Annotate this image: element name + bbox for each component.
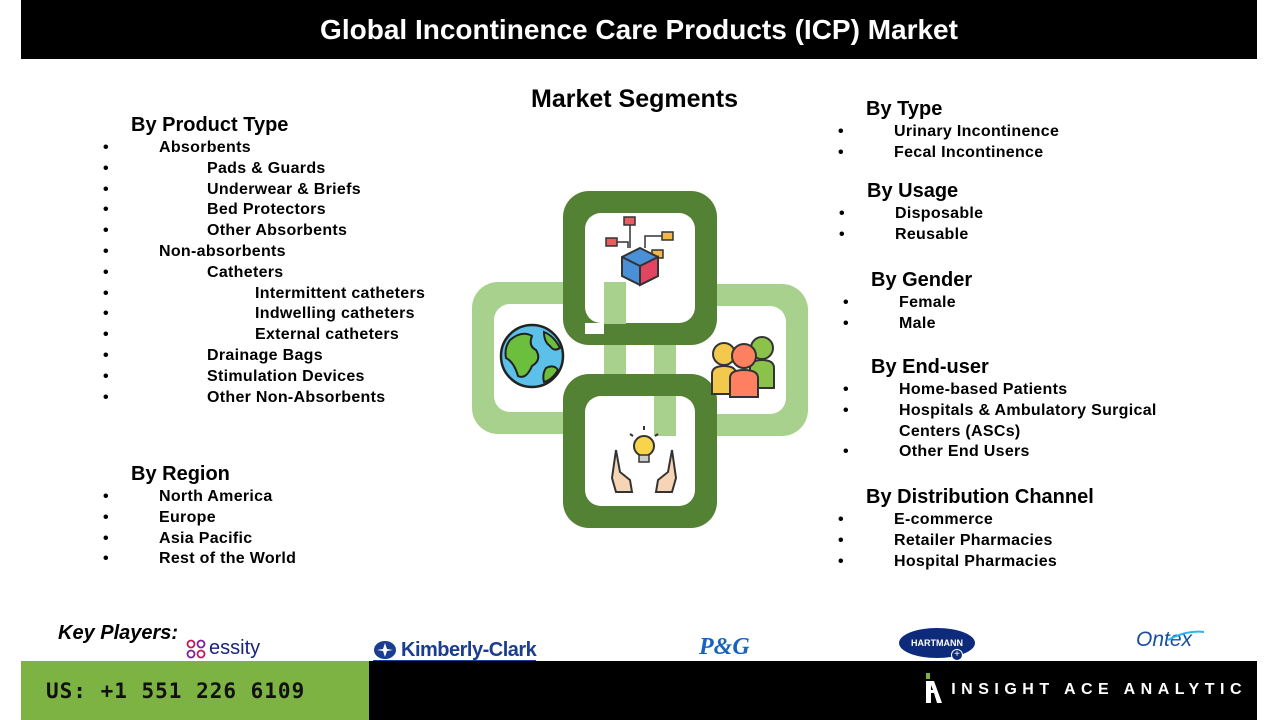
ontex-logo: Ontex xyxy=(1136,628,1205,652)
end-user-heading: By End-user xyxy=(871,356,989,378)
title-bar: Global Incontinence Care Products (ICP) … xyxy=(21,0,1257,59)
cube-network-icon xyxy=(605,216,674,287)
usage-list: •Disposable •Reusable xyxy=(839,204,984,246)
region-list: •North America •Europe •Asia Pacific •Re… xyxy=(103,487,297,570)
region-item: •Rest of the World xyxy=(103,550,297,568)
product-type-item: •Other Absorbents xyxy=(103,222,348,240)
hartmann-logo: HARTMANN + xyxy=(899,628,975,661)
usage-block: By Usage •Disposable •Reusable xyxy=(839,178,984,246)
essity-mark-icon xyxy=(186,639,206,658)
usage-heading: By Usage xyxy=(867,180,959,202)
brand-name: INSIGHT ACE ANALYTIC xyxy=(951,681,1247,698)
region-block: By Region •North America •Europe •Asia P… xyxy=(103,461,297,570)
essity-logo: essity xyxy=(186,637,260,660)
product-type-item: •Non-absorbents xyxy=(103,242,286,260)
gender-item: •Male xyxy=(843,314,936,332)
end-user-item: •Home-based Patients xyxy=(843,381,1068,398)
distribution-block: By Distribution Channel •E-commerce •Ret… xyxy=(838,484,1094,572)
region-item: •Asia Pacific xyxy=(103,529,253,547)
market-segments-title: Market Segments xyxy=(531,85,739,113)
product-type-item: •Other Non-Absorbents xyxy=(103,388,386,406)
product-type-item: •Absorbents xyxy=(103,139,251,156)
gender-block: By Gender •Female •Male xyxy=(843,267,973,335)
segments-graphic xyxy=(472,191,808,528)
type-list: •Urinary Incontinence •Fecal Incontinenc… xyxy=(838,122,1060,164)
end-user-item: •Hospitals & Ambulatory Surgical xyxy=(843,401,1157,419)
region-heading: By Region xyxy=(131,463,230,485)
distribution-item: •E-commerce xyxy=(838,511,994,528)
footer-contact: US: +1 551 226 6109 xyxy=(21,661,369,720)
hands-lightbulb-icon xyxy=(610,426,678,493)
type-item: •Urinary Incontinence xyxy=(838,123,1060,140)
end-user-list: •Home-based Patients •Hospitals & Ambula… xyxy=(843,380,1157,463)
region-item: •Europe xyxy=(103,508,216,526)
product-type-heading: By Product Type xyxy=(131,114,289,136)
product-type-item: •Bed Protectors xyxy=(103,201,326,219)
insight-ace-logo-icon xyxy=(926,673,942,703)
pg-logo: P&G xyxy=(699,634,750,660)
kimberly-clark-mark-icon xyxy=(374,641,396,659)
gender-item: •Female xyxy=(843,294,956,311)
product-type-item: •External catheters xyxy=(103,326,400,344)
product-type-item: •Drainage Bags xyxy=(103,346,323,364)
product-type-item: •Indwelling catheters xyxy=(103,305,415,323)
usage-item: •Disposable xyxy=(839,205,984,222)
ontex-swoosh-icon xyxy=(1167,630,1205,641)
globe-icon xyxy=(499,323,565,389)
end-user-item-continued: Centers (ASCs) xyxy=(899,422,1021,440)
footer-brand-bar: INSIGHT ACE ANALYTIC xyxy=(369,661,1257,720)
product-type-item: •Intermittent catheters xyxy=(103,284,426,302)
gender-heading: By Gender xyxy=(871,269,973,291)
product-type-item: •Catheters xyxy=(103,263,284,281)
type-heading: By Type xyxy=(866,98,943,120)
kimberly-clark-logo: Kimberly-Clark xyxy=(373,639,537,662)
key-players-label: Key Players: xyxy=(58,622,179,644)
distribution-item: •Hospital Pharmacies xyxy=(838,552,1058,570)
distribution-heading: By Distribution Channel xyxy=(866,486,1094,508)
distribution-list: •E-commerce •Retailer Pharmacies •Hospit… xyxy=(838,510,1094,572)
usage-item: •Reusable xyxy=(839,225,969,243)
type-item: •Fecal Incontinence xyxy=(838,143,1044,161)
region-item: •North America xyxy=(103,488,273,505)
product-type-list: •Absorbents •Pads & Guards •Underwear & Br… xyxy=(103,138,426,408)
phone-number[interactable]: US: +1 551 226 6109 xyxy=(46,678,306,703)
end-user-item: •Other End Users xyxy=(843,443,1030,461)
product-type-block: By Product Type •Absorbents •Pads & Guard… xyxy=(103,112,426,408)
product-type-item: •Stimulation Devices xyxy=(103,367,365,385)
people-group-icon xyxy=(711,336,775,398)
product-type-item: •Underwear & Briefs xyxy=(103,180,361,198)
page-title: Global Incontinence Care Products (ICP) … xyxy=(320,13,958,45)
distribution-item: •Retailer Pharmacies xyxy=(838,531,1053,549)
end-user-block: By End-user •Home-based Patients •Hospit… xyxy=(843,354,1157,463)
product-type-item: •Pads & Guards xyxy=(103,159,326,177)
type-block: By Type •Urinary Incontinence •Fecal Inc… xyxy=(838,96,1060,164)
gender-list: •Female •Male xyxy=(843,293,972,335)
hartmann-plus-icon: + xyxy=(951,649,963,661)
